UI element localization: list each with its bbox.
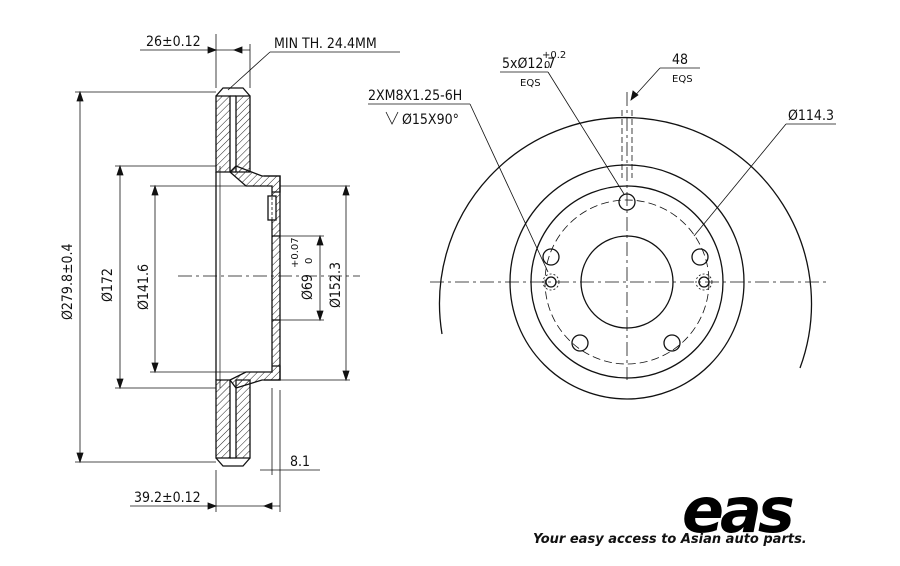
overall-height-label: 39.2±0.12 <box>134 490 201 506</box>
logo-text: eas <box>682 488 793 538</box>
countersink-label: Ø15X90° <box>402 112 459 128</box>
bore-tol-upper: +0.07 <box>290 237 301 268</box>
holes-tol-upper: +0.2 <box>542 50 566 61</box>
bore-tol-lower: 0 <box>304 258 315 264</box>
bore-label: Ø69 <box>300 274 316 300</box>
side-section-view <box>178 87 360 467</box>
outer-diameter-label: Ø279.8±0.4 <box>60 243 76 320</box>
thread-label: 2XM8X1.25-6H <box>368 88 462 104</box>
hat-dia-label: Ø152.3 <box>328 262 344 308</box>
min-thickness-label: MIN TH. 24.4MM <box>274 36 377 52</box>
face-view <box>430 92 830 400</box>
holes-label: 5xØ12.7 <box>502 56 555 72</box>
side-dimensions <box>75 34 400 512</box>
pcd-label: Ø114.3 <box>788 108 834 124</box>
eas-logo: eas <box>682 488 797 538</box>
face-dimensions <box>368 67 836 273</box>
holes-eqs-label: EQS <box>520 78 541 89</box>
d141-label: Ø141.6 <box>136 264 152 310</box>
thickness-label: 26±0.12 <box>146 34 201 50</box>
hat-height-label: 8.1 <box>290 454 310 470</box>
d172-label: Ø172 <box>100 268 116 302</box>
angle-label: 48 <box>672 52 688 68</box>
holes-tol-lower: 0 <box>544 60 550 71</box>
tagline: Your easy access to Asian auto parts. <box>533 532 807 547</box>
angle-eqs-label: EQS <box>672 74 693 85</box>
